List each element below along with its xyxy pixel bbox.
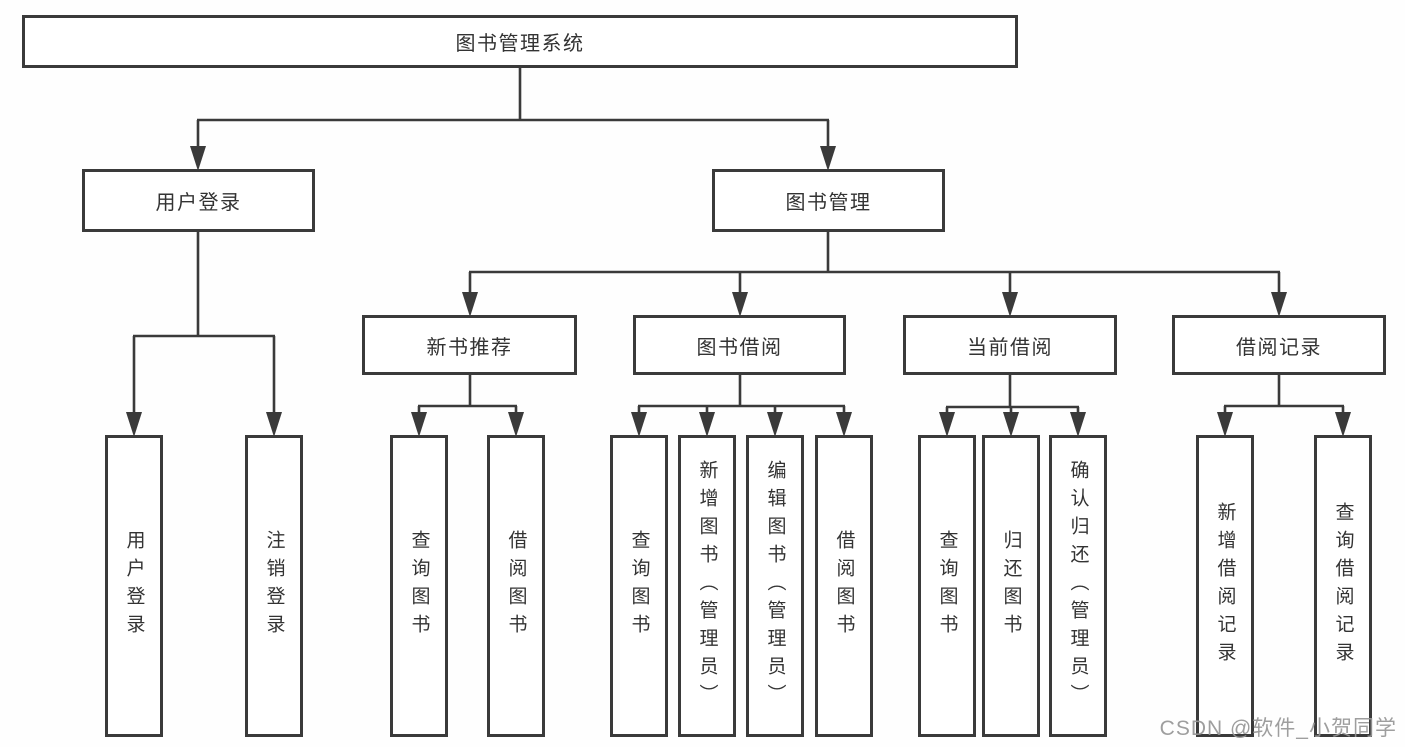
- node-label: 新增借阅记录: [1214, 502, 1236, 670]
- leaf-query-books-current: 查询图书: [918, 435, 976, 737]
- node-label: 用户登录: [155, 192, 242, 214]
- node-label: 查询图书: [408, 530, 430, 642]
- leaf-confirm-return-admin: 确认归还（管理员）: [1049, 435, 1107, 737]
- node-label: 借阅图书: [833, 530, 855, 642]
- node-book-borrow: 图书借阅: [633, 315, 846, 375]
- node-label: 新书推荐: [426, 336, 513, 359]
- node-label: 图书管理: [785, 192, 872, 214]
- leaf-user-login: 用户登录: [105, 435, 163, 737]
- node-label: 用户登录: [123, 530, 145, 642]
- node-label: 查询图书: [628, 530, 650, 642]
- leaf-edit-books-admin: 编辑图书（管理员）: [746, 435, 804, 737]
- csdn-watermark: CSDN @软件_小贺同学: [1159, 717, 1397, 740]
- node-label: 查询图书: [936, 530, 958, 642]
- node-label: 图书借阅: [696, 336, 783, 359]
- node-label: 当前借阅: [967, 336, 1053, 359]
- node-label: 注销登录: [263, 530, 285, 642]
- leaf-return-books: 归还图书: [982, 435, 1040, 737]
- leaf-logout: 注销登录: [245, 435, 303, 737]
- node-current-borrow: 当前借阅: [903, 315, 1117, 375]
- node-label: 编辑图书（管理员）: [764, 460, 786, 712]
- leaf-add-borrow-record: 新增借阅记录: [1196, 435, 1254, 737]
- node-user-login: 用户登录: [82, 169, 315, 232]
- leaf-borrow-books-recommend: 借阅图书: [487, 435, 545, 737]
- node-new-book-recommend: 新书推荐: [362, 315, 577, 375]
- leaf-add-books-admin: 新增图书（管理员）: [678, 435, 736, 737]
- node-label: 查询借阅记录: [1332, 502, 1354, 670]
- arrowheads: [126, 146, 1351, 437]
- node-root-library-system: 图书管理系统: [22, 15, 1018, 68]
- leaf-query-books-borrow: 查询图书: [610, 435, 668, 737]
- leaf-query-borrow-record: 查询借阅记录: [1314, 435, 1372, 737]
- leaf-query-books-recommend: 查询图书: [390, 435, 448, 737]
- node-book-management: 图书管理: [712, 169, 945, 232]
- node-label: 新增图书（管理员）: [696, 460, 718, 712]
- node-label: 图书管理系统: [455, 33, 585, 55]
- node-label: 借阅图书: [505, 530, 527, 642]
- node-label: 确认归还（管理员）: [1067, 460, 1089, 712]
- node-label: 借阅记录: [1236, 336, 1322, 359]
- leaf-borrow-books: 借阅图书: [815, 435, 873, 737]
- node-borrow-record: 借阅记录: [1172, 315, 1386, 375]
- node-label: 归还图书: [1000, 530, 1022, 642]
